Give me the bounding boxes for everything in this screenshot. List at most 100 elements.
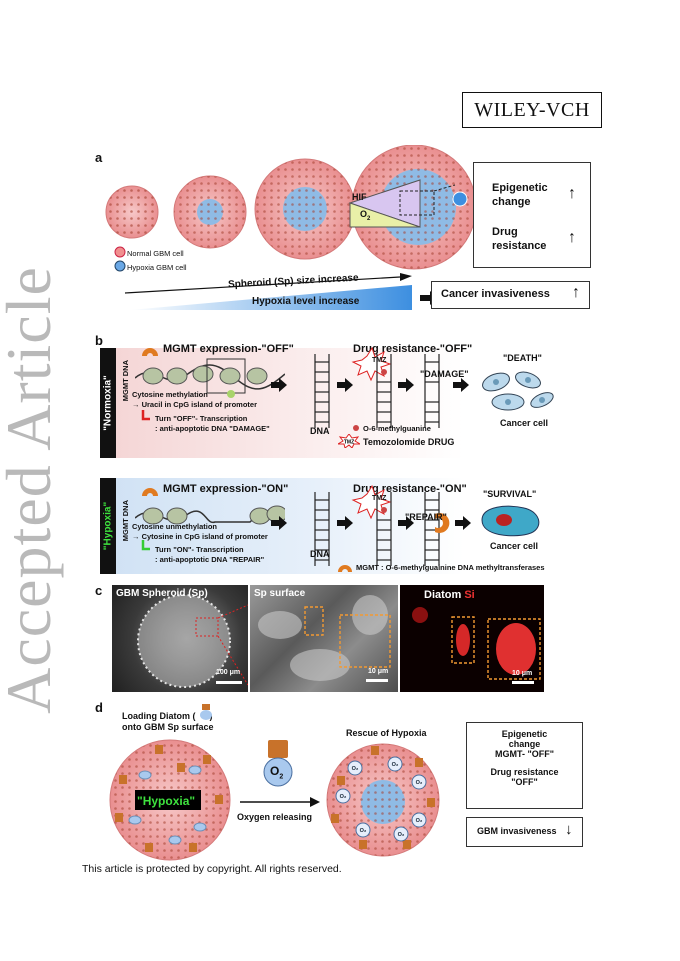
release-arrow-icon xyxy=(240,797,320,807)
panel-a-effects-box: Epigenetic change ↑ Drug resistance ↑ xyxy=(473,162,591,268)
hypoxia-label: "Hypoxia" xyxy=(137,794,196,808)
spheroid-4 xyxy=(348,145,477,270)
box1-line5: "OFF" xyxy=(511,777,538,787)
panel-d-effects-box: Epigenetic change MGMT- "OFF" Drug resis… xyxy=(466,722,583,809)
rescued-spheroid: O₂ O₂ O₂ O₂ O₂ O₂ O₂ xyxy=(326,743,440,857)
down-arrow-icon: ↓ xyxy=(565,821,573,838)
methyl-dot-icon xyxy=(227,390,235,398)
normoxia-meth-line2: → Uracil in CpG island of promoter xyxy=(132,400,258,409)
box1-line1: Epigenetic xyxy=(501,729,548,739)
epigenetic-change-text: Epigenetic change xyxy=(492,182,548,208)
tmz-small-icon: TMZ xyxy=(338,434,360,448)
o2-bubble-text: O₂ xyxy=(340,794,347,800)
drug-resistance-text: Drug resistance xyxy=(492,226,547,252)
hypoxia-increase-label: Hypoxia level increase xyxy=(252,296,360,307)
img1-scale: 100 μm xyxy=(216,669,241,676)
o2-large: O2 xyxy=(270,764,284,781)
oxygen-releasing-label: Oxygen releasing xyxy=(237,812,313,822)
temozolomide-label: Temozolomide DRUG xyxy=(363,437,455,447)
normoxia-dna-label: DNA xyxy=(310,426,330,436)
normoxia-dna-pathway xyxy=(271,346,469,428)
repair-label: "REPAIR" xyxy=(405,512,447,522)
survival-label: "SURVIVAL" xyxy=(483,489,537,499)
o2-label: O2 xyxy=(360,209,371,222)
normoxia-drug-title: Drug resistance-"OFF" xyxy=(353,343,473,355)
hypoxia-tmz: TMZ xyxy=(372,495,387,502)
hypoxia-meth-line1: Cytosine unmethylation xyxy=(132,522,218,531)
panel-c-label: c xyxy=(95,583,103,598)
hypoxia-side-bar: "Hypoxia" xyxy=(100,478,116,574)
normoxia-tmz: TMZ xyxy=(372,357,387,364)
panel-a-label: a xyxy=(95,150,103,165)
oxygen-diatom-icon xyxy=(263,740,293,787)
img3-scale: 10 μm xyxy=(512,670,533,677)
spheroid-3 xyxy=(254,158,356,260)
mgmt-enzyme-icon xyxy=(338,565,352,572)
o2-bubble-text: O₂ xyxy=(352,766,359,772)
publisher-logo: WILEY-VCH xyxy=(462,92,602,128)
hypoxic-spheroid xyxy=(109,739,231,861)
box1-line2: change xyxy=(508,739,541,749)
o2-bubble-text: O₂ xyxy=(392,762,399,768)
accepted-article-watermark: Accepted Article xyxy=(0,190,64,790)
spheroid-2 xyxy=(173,175,247,249)
o6-label: O-6-methylguanine xyxy=(363,424,431,433)
hypoxia-turn-line1: Turn "ON"- Transcription xyxy=(155,545,244,554)
o2-bubble-text: O₂ xyxy=(360,828,367,834)
green-turn-arrow-icon xyxy=(141,540,150,551)
sem-spheroid-image: GBM Spheroid (Sp) 100 μm xyxy=(112,585,248,692)
normoxia-title: MGMT expression-"OFF" xyxy=(163,343,294,355)
box1-line4: Drug resistance xyxy=(490,767,559,777)
hypoxia-title: MGMT expression-"ON" xyxy=(163,483,289,495)
hypoxia-dna-pathway xyxy=(271,484,471,566)
up-arrow-icon: ↑ xyxy=(568,185,576,202)
gbm-invasiveness-text: GBM invasiveness xyxy=(477,826,557,836)
legend-normal: Normal GBM cell xyxy=(127,249,184,258)
img2-title: Sp surface xyxy=(254,588,306,599)
gbm-invasiveness-box: GBM invasiveness ↓ xyxy=(466,817,583,847)
spheroid-1 xyxy=(105,185,159,239)
watermark-text: Accepted Article xyxy=(0,266,64,714)
mgmt-definition: MGMT : O-6-methylguainine DNA methyltran… xyxy=(356,563,545,572)
box1-line3: MGMT- "OFF" xyxy=(494,749,555,759)
panel-a-figure xyxy=(105,145,477,310)
dead-cells-icon xyxy=(482,371,554,411)
o2-bubble-text: O₂ xyxy=(398,832,405,838)
loading-line2: onto GBM Sp surface xyxy=(122,722,214,732)
img1-title: GBM Spheroid (Sp) xyxy=(116,588,208,599)
normoxia-turn-line2: : anti-apoptotic DNA "DAMAGE" xyxy=(155,424,270,433)
hif-label: HIF xyxy=(352,192,367,202)
cancer-invasiveness-text: Cancer invasiveness xyxy=(441,288,550,300)
damage-label: "DAMAGE" xyxy=(420,369,469,379)
hypoxia-cancer-cell: Cancer cell xyxy=(490,541,539,551)
hypoxia-meth-line2: → Cytosine in CpG island of promoter xyxy=(132,532,268,541)
mgmt-enzyme-icon xyxy=(142,488,158,496)
rescue-label: Rescue of Hypoxia xyxy=(346,728,427,738)
normoxia-side-label: "Normoxia" xyxy=(102,375,114,431)
panel-b-label: b xyxy=(95,333,103,348)
o6-dot-icon xyxy=(353,425,359,431)
mgmt-enzyme-icon xyxy=(142,348,158,356)
up-arrow-icon: ↑ xyxy=(568,229,576,246)
copyright-footer: This article is protected by copyright. … xyxy=(82,863,342,875)
panel-d-label: d xyxy=(95,700,103,715)
img2-scale: 10 μm xyxy=(368,668,389,675)
o2-bubble-text: O₂ xyxy=(416,780,423,786)
hypoxia-dna-label: DNA xyxy=(310,549,330,559)
legend-hypoxia: Hypoxia GBM cell xyxy=(127,263,187,272)
diatom-icon xyxy=(200,704,212,720)
death-label: "DEATH" xyxy=(503,353,542,363)
hypoxia-turn-line2: : anti-apoptotic DNA "REPAIR" xyxy=(155,555,265,564)
normoxia-cancer-cell: Cancer cell xyxy=(500,418,549,428)
surviving-cell-icon xyxy=(481,505,540,537)
o2-bubble-text: O₂ xyxy=(416,818,423,824)
normoxia-side-bar: "Normoxia" xyxy=(100,348,116,458)
normoxia-turn-line1: Turn "OFF"- Transcription xyxy=(155,414,248,423)
normoxia-meth-line1: Cytosine methylation xyxy=(132,390,208,399)
diatom-si-image: Diatom Si 10 μm xyxy=(400,585,544,692)
sem-surface-image: Sp surface 10 μm xyxy=(250,585,398,692)
img3-title-wrap: Diatom Si xyxy=(424,589,475,601)
red-turn-arrow-icon xyxy=(141,410,150,421)
normoxia-nucleosomes xyxy=(135,358,285,394)
svg-text:TMZ: TMZ xyxy=(344,440,354,446)
